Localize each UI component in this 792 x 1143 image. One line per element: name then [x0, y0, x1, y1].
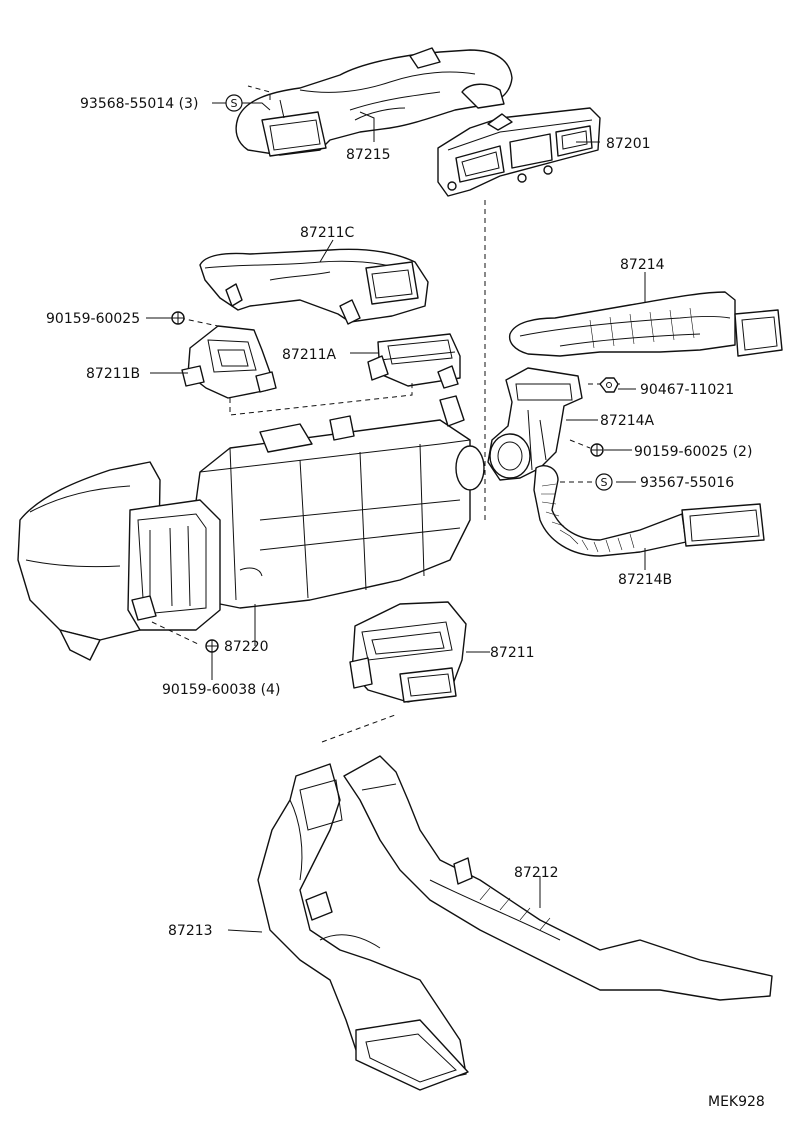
nut-icon [599, 377, 619, 393]
label-90159-60025-b: 90159-60025 (2) [634, 444, 752, 460]
duct-87214A [487, 367, 583, 481]
bolt-icon [171, 311, 185, 325]
duct-87214 [508, 291, 783, 357]
label-87213: 87213 [168, 923, 213, 939]
label-87201: 87201 [606, 136, 651, 152]
label-87214A: 87214A [600, 413, 655, 429]
label-90159-60038: 90159-60038 (4) [162, 682, 280, 698]
register-87201 [437, 107, 601, 197]
duct-87211B [181, 325, 277, 399]
floor-ducts [257, 755, 773, 1091]
label-90159-60025-a: 90159-60025 [46, 311, 140, 327]
assembly-lines [151, 85, 620, 743]
label-93568-55014: 93568-55014 (3) [80, 96, 198, 112]
heater-unit-87220 [17, 395, 485, 661]
bolt-icon [205, 639, 219, 653]
label-87214B: 87214B [618, 572, 672, 588]
part-labels: 93568-55014 (3) 87215 87201 87211C 87214… [46, 96, 765, 1110]
duct-87211A [367, 333, 461, 389]
clip-symbol: S [225, 94, 243, 112]
svg-text:S: S [231, 97, 238, 110]
label-87220: 87220 [224, 639, 269, 655]
duct-87211 [349, 601, 467, 703]
label-87215: 87215 [346, 147, 391, 163]
bolt-icon [590, 443, 604, 457]
label-87211B: 87211B [86, 366, 140, 382]
label-87211: 87211 [490, 645, 535, 661]
hose-87214B [533, 464, 765, 557]
label-87214: 87214 [620, 257, 665, 273]
diagram-id: MEK928 [708, 1094, 765, 1110]
label-93567-55016: 93567-55016 [640, 475, 734, 491]
label-87212: 87212 [514, 865, 559, 881]
clip-symbol: S [595, 473, 613, 491]
label-87211C: 87211C [300, 225, 355, 241]
label-90467-11021: 90467-11021 [640, 382, 734, 398]
svg-text:S: S [601, 476, 608, 489]
leader-lines [146, 102, 646, 933]
duct-87211C [199, 248, 429, 325]
label-87211A: 87211A [282, 347, 337, 363]
duct-87215 [235, 47, 513, 157]
fasteners [171, 311, 619, 653]
